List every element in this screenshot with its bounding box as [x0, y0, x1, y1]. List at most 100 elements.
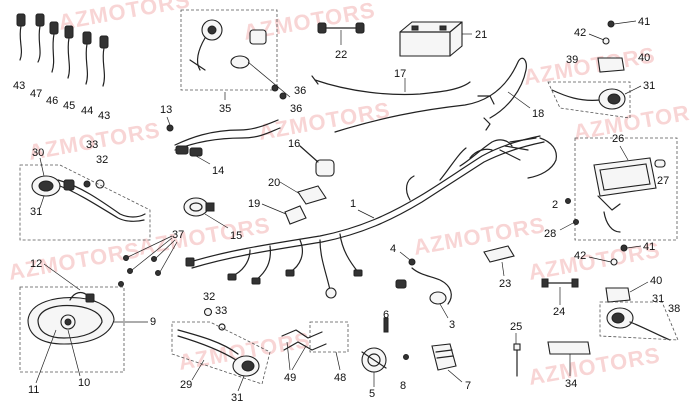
- callout-29: 29: [180, 379, 192, 391]
- callout-30: 30: [32, 147, 44, 159]
- leader-37a: [127, 235, 173, 258]
- cable-24: [541, 278, 579, 288]
- leader-18: [507, 91, 531, 109]
- turn-signal-front-right: [177, 329, 260, 377]
- leader-13: [166, 116, 171, 126]
- callout-32: 32: [96, 154, 108, 166]
- screws-36: [271, 84, 287, 100]
- leader-14: [195, 155, 211, 165]
- screw-13: [166, 124, 174, 132]
- turn-signal-rear-left: [606, 307, 671, 341]
- turn-signal-front-left-frame: [19, 164, 151, 241]
- leader-36: [247, 61, 291, 98]
- leader-29: [191, 359, 205, 381]
- callout-27: 27: [657, 175, 669, 187]
- bulb-socket: [16, 13, 26, 61]
- switch-harness-14: [174, 119, 281, 157]
- leader-19: [261, 203, 287, 215]
- leader-15: [204, 213, 229, 229]
- leader-37d: [159, 241, 178, 273]
- callout-16: 16: [288, 138, 300, 150]
- ignition-set-frame: [180, 9, 278, 91]
- callout-24: 24: [553, 306, 565, 318]
- cable-tie-25: [513, 343, 521, 377]
- watermark: AZMOTORS: [527, 237, 663, 285]
- callout-7: 7: [465, 380, 471, 392]
- leader-3: [439, 303, 449, 319]
- callout-42: 42: [574, 250, 586, 262]
- leader-41-lower: [626, 245, 642, 249]
- callout-10: 10: [78, 377, 90, 389]
- main-wiring-harness: [185, 135, 557, 299]
- sensor-3: [395, 267, 452, 305]
- callout-41: 41: [643, 241, 655, 253]
- speedometer-26: [593, 157, 657, 233]
- bulb-27: [654, 159, 666, 168]
- leader-11: [35, 329, 57, 384]
- washer-33-lower: [218, 323, 226, 331]
- callout-25: 25: [510, 321, 522, 333]
- bulb-socket: [64, 25, 74, 79]
- turn-signal-rear-right-frame: [547, 81, 631, 119]
- bulb-socket: [99, 35, 109, 87]
- turn-signal-rear-right: [551, 88, 626, 110]
- callout-48: 48: [334, 372, 346, 384]
- watermark: AZMOTORS: [7, 237, 143, 285]
- callout-17: 17: [394, 68, 406, 80]
- nut-32-lower: [203, 307, 213, 317]
- bulb-socket: [49, 21, 59, 73]
- leader-48: [335, 351, 341, 371]
- callout-5: 5: [369, 388, 375, 400]
- leader-41: [613, 20, 637, 25]
- watermark: AZMOTORS: [57, 0, 193, 35]
- callout-41: 41: [638, 16, 650, 28]
- leader-28: [559, 221, 576, 231]
- callout-33: 33: [86, 139, 98, 151]
- callout-21: 21: [475, 29, 487, 41]
- callout-28: 28: [544, 228, 556, 240]
- bracket-40-upper: [597, 57, 625, 73]
- bulb-sockets-group: [16, 13, 109, 87]
- callout-37: 37: [172, 229, 184, 241]
- leader-7: [447, 369, 463, 383]
- callout-31: 31: [231, 392, 243, 404]
- callout-40: 40: [650, 275, 662, 287]
- callout-19: 19: [248, 198, 260, 210]
- callout-43: 43: [98, 110, 110, 122]
- callout-12: 12: [30, 258, 42, 270]
- callout-46: 46: [46, 95, 58, 107]
- regulator-5: [361, 347, 387, 373]
- callout-1: 1: [350, 198, 356, 210]
- callout-36: 36: [290, 103, 302, 115]
- callout-32: 32: [203, 291, 215, 303]
- leader-40-lower: [629, 281, 649, 293]
- leader-37b: [131, 237, 173, 271]
- callout-38: 38: [668, 303, 680, 315]
- leader-31-upper: [624, 85, 642, 95]
- label-34: [547, 341, 591, 355]
- battery: [399, 21, 463, 57]
- screw-41-lower: [620, 244, 628, 252]
- callout-3: 3: [449, 319, 455, 331]
- watermark: AZMOTORS: [412, 212, 548, 260]
- rectifier-7: [431, 343, 457, 371]
- part-19: [284, 205, 307, 225]
- watermark: AZMOTORS: [522, 42, 658, 90]
- callout-43: 43: [13, 80, 25, 92]
- callout-33: 33: [215, 305, 227, 317]
- callout-22: 22: [335, 49, 347, 61]
- callout-47: 47: [30, 88, 42, 100]
- turn-signal-rear-left-frame: [599, 301, 679, 341]
- callout-31: 31: [643, 80, 655, 92]
- leader-31-lower: [237, 375, 245, 392]
- relay-16: [299, 145, 335, 177]
- callout-31: 31: [30, 206, 42, 218]
- meter-set-frame: [574, 137, 678, 241]
- headlight-set-frame: [19, 286, 125, 373]
- callout-49: 49: [284, 372, 296, 384]
- watermark: AZMOTORS: [137, 212, 273, 260]
- leader-31: [39, 195, 45, 209]
- leader-23: [501, 261, 505, 277]
- callout-18: 18: [532, 108, 544, 120]
